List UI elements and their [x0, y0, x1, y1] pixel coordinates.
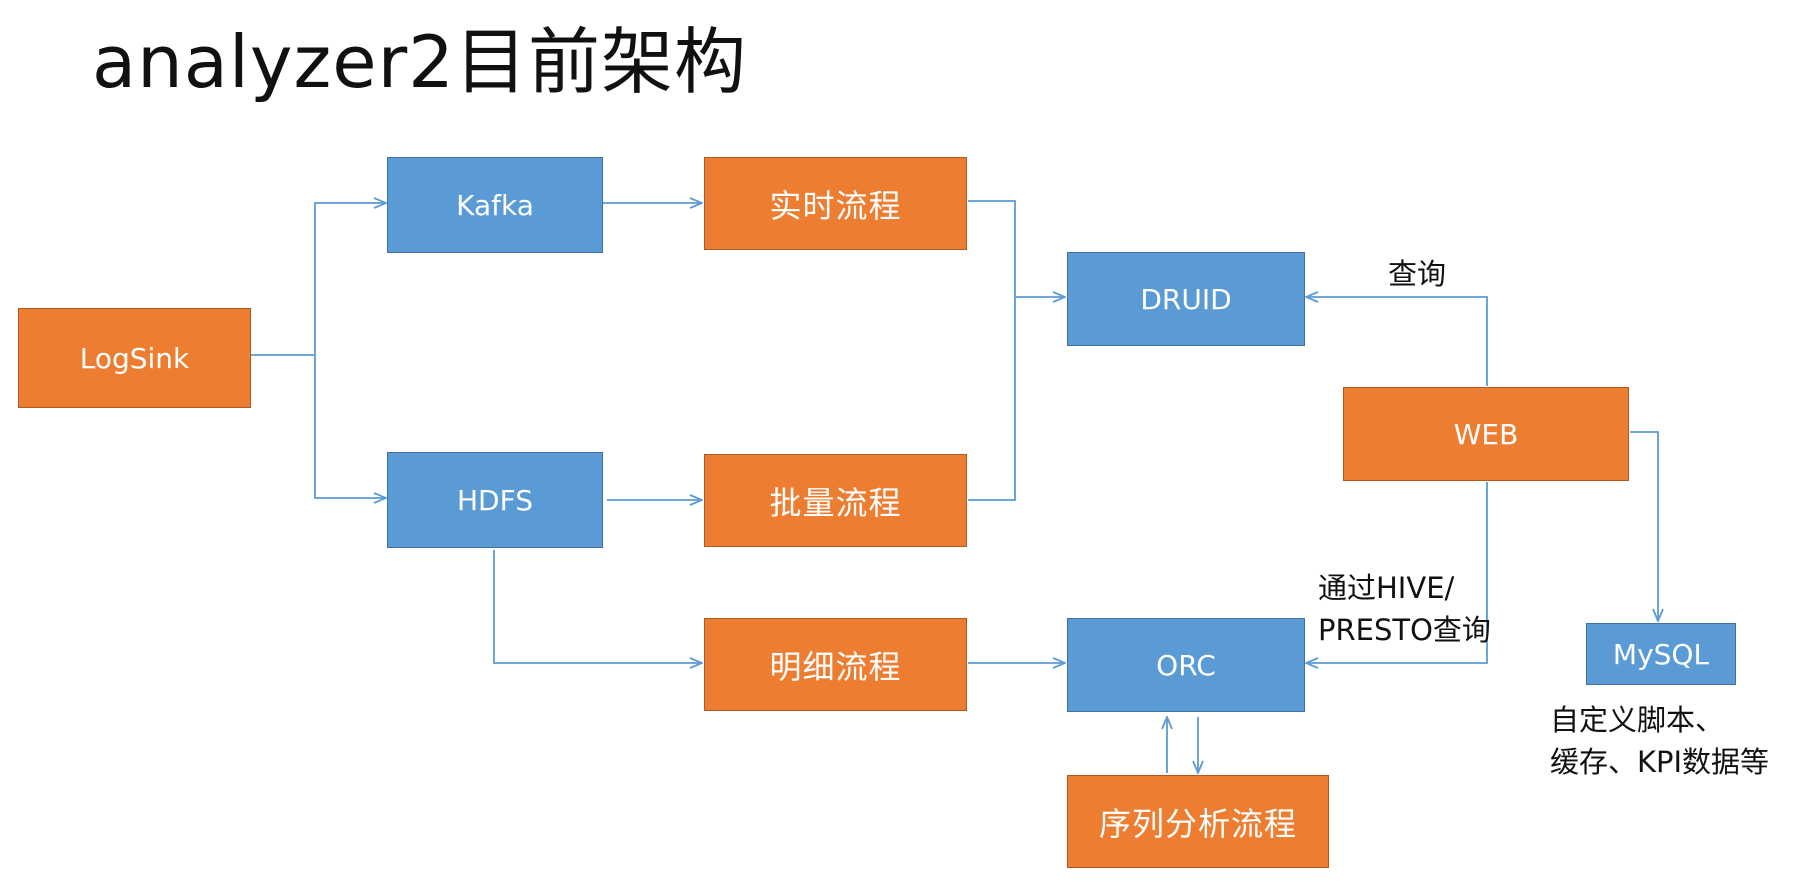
label-hive-presto-line2: PRESTO查询: [1318, 613, 1491, 647]
arrow-realtime-to-druid: [968, 200, 1065, 297]
node-logsink: LogSink: [18, 308, 251, 408]
node-hdfs: HDFS: [387, 452, 603, 548]
node-mysql: MySQL: [1586, 623, 1736, 685]
node-druid: DRUID: [1067, 252, 1305, 346]
label-hive-presto-line1: 通过HIVE/: [1318, 571, 1455, 605]
arrow-web-to-orc: [1306, 482, 1488, 663]
arrow-web-to-mysql: [1630, 431, 1658, 621]
node-batch-process: 批量流程: [704, 454, 967, 547]
arrow-batch-to-druid: [968, 297, 1016, 501]
label-query: 查询: [1388, 257, 1447, 291]
arrow-logsink-to-kafka: [314, 203, 386, 355]
node-kafka: Kafka: [387, 157, 603, 253]
node-realtime-process: 实时流程: [704, 157, 967, 250]
page-title: analyzer2目前架构: [92, 20, 747, 104]
arrow-hdfs-to-detail: [493, 550, 702, 663]
label-mysql-note-line1: 自定义脚本、: [1550, 703, 1725, 737]
node-orc: ORC: [1067, 618, 1305, 712]
arrow-web-to-druid: [1306, 297, 1488, 386]
node-sequence-analysis-process: 序列分析流程: [1067, 775, 1329, 868]
node-detail-process: 明细流程: [704, 618, 967, 711]
label-mysql-note-line2: 缓存、KPI数据等: [1550, 745, 1770, 779]
arrow-logsink-to-hdfs: [314, 355, 386, 498]
node-web: WEB: [1343, 387, 1629, 481]
